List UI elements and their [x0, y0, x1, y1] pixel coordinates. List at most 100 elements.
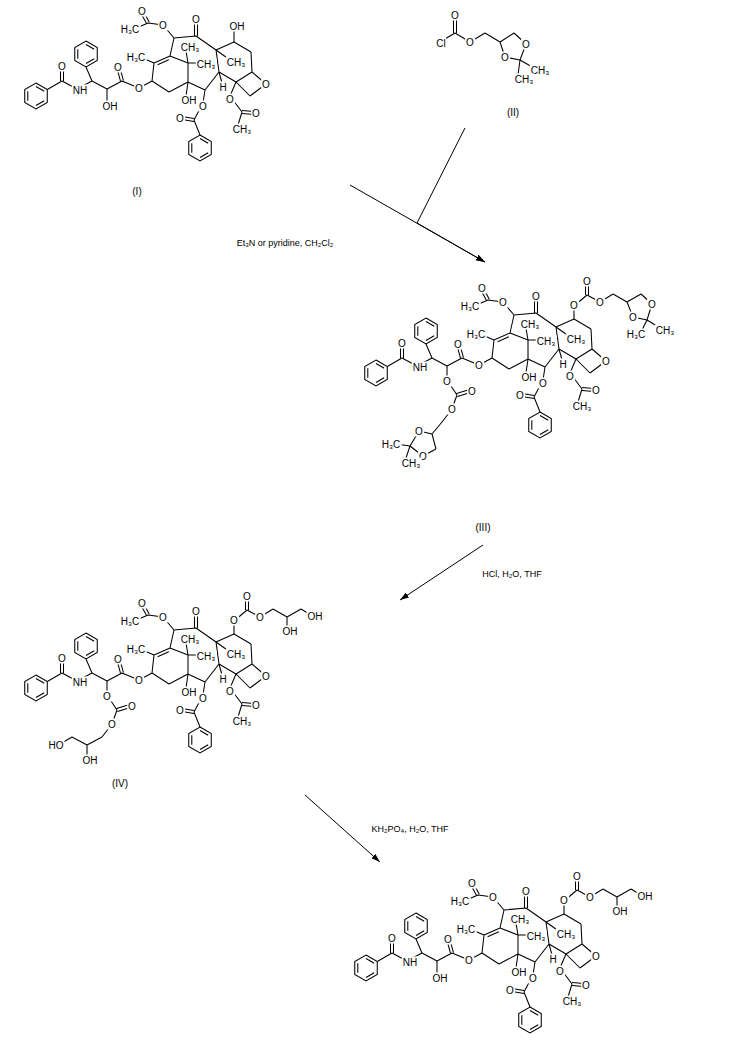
atom-label: H: [218, 674, 227, 685]
atom-label: O: [582, 276, 592, 287]
reaction-arrow: [400, 545, 483, 600]
atom-label: OH: [432, 973, 449, 984]
atom-label: O: [505, 985, 515, 996]
atom-label: O: [474, 360, 484, 371]
atom-label: O: [113, 62, 123, 73]
atom-label: O: [467, 878, 477, 889]
atom-label: O: [521, 886, 531, 897]
atom-label: OH: [229, 21, 246, 32]
atom-label: H₃C: [456, 924, 477, 935]
atom-label: O: [414, 426, 424, 437]
atom-label: OH: [511, 967, 528, 978]
reagent-label: HCl, H₂O, THF: [480, 570, 543, 580]
atom-label: O: [647, 299, 657, 310]
atom-label: CH₃: [566, 334, 587, 345]
atom-label: NH: [412, 362, 428, 373]
atom-label: CH₃: [510, 914, 531, 925]
compound-number: (II): [506, 107, 520, 118]
structure-bonds: [440, 18, 534, 75]
atom-label: CH₃: [226, 57, 247, 68]
atom-label: O: [488, 892, 498, 903]
atom-label: O: [261, 671, 271, 682]
atom-label: CH₃: [226, 649, 247, 660]
atom-label: O: [225, 686, 235, 697]
atom-label: CH₃: [520, 319, 541, 330]
atom-label: O: [225, 94, 235, 105]
atom-label: CH₃: [536, 336, 557, 347]
atom-label: O: [57, 61, 67, 72]
atom-label: H₃C: [120, 616, 141, 627]
atom-label: O: [464, 955, 474, 966]
atom-label: CH₃: [232, 716, 253, 727]
atom-label: O: [134, 675, 144, 686]
atom-label: O: [585, 892, 595, 903]
compound: OH₃COOOHH₃CCH₃CH₃CH₃OOOHHOOCH₃OOONHOOH(I…: [0, 0, 350, 200]
atom-label: O: [601, 356, 611, 367]
atom-label: O: [581, 980, 591, 991]
atom-label: NH: [402, 957, 418, 968]
atom-label: O: [158, 20, 168, 31]
atom-label: OH: [102, 101, 119, 112]
atom-label: O: [134, 83, 144, 94]
atom-label: O: [498, 297, 508, 308]
atom-label: CH₃: [572, 401, 593, 412]
atom-label: O: [565, 371, 575, 382]
atom-label: O: [500, 52, 510, 63]
atom-label: CH₃: [401, 458, 422, 469]
atom-label: O: [137, 6, 147, 17]
atom-label: O: [255, 612, 265, 623]
atom-label: H₃C: [466, 329, 487, 340]
atom-label: O: [453, 339, 463, 350]
reagent-label: Et₃N or pyridine, CH₂Cl₂: [235, 239, 336, 249]
structure-bonds: [25, 598, 311, 757]
atom-label: O: [113, 654, 123, 665]
atom-label: H₃C: [126, 52, 147, 63]
atom-label: NH: [72, 85, 88, 96]
atom-label: O: [102, 691, 112, 702]
atom-label: O: [531, 291, 541, 302]
atom-label: O: [175, 705, 185, 716]
atom-label: O: [261, 79, 271, 90]
atom-label: O: [467, 386, 477, 397]
atom-label: O: [595, 297, 605, 308]
atom-label: O: [555, 966, 565, 977]
compound-number: (IV): [111, 778, 129, 789]
atom-label: O: [158, 612, 168, 623]
atom-label: OH: [282, 626, 299, 637]
atom-label: O: [137, 598, 147, 609]
atom-label: CH₃: [556, 929, 577, 940]
structure-bonds: [355, 878, 641, 1033]
atom-label: O: [591, 951, 601, 962]
compound: OH₃COOOOOOHOHH₃CCH₃CH₃CH₃OOOHHOOCH₃OOONH…: [0, 585, 400, 795]
atom-label: CH₃: [655, 325, 676, 336]
atom-label: H₃C: [120, 24, 141, 35]
atom-label: OH: [307, 611, 324, 622]
atom-label: OH: [521, 372, 538, 383]
atom-label: O: [450, 10, 460, 21]
compound: OClOOOCH₃CH₃(II): [420, 0, 555, 128]
structure-bonds: [25, 11, 266, 161]
atom-label: OH: [612, 906, 629, 917]
compound: OH₃COOOOOOOCH₃H₃CH₃CCH₃CH₃CH₃OOOHHOOCH₃O…: [340, 262, 685, 545]
atom-label: O: [57, 653, 67, 664]
atom-label: H₃C: [450, 896, 471, 907]
atom-label: O: [442, 376, 452, 387]
atom-label: CH₃: [196, 651, 217, 662]
atom-label: CH₃: [526, 931, 547, 942]
atom-label: H₃C: [126, 644, 147, 655]
atom-label: O: [528, 973, 538, 984]
atom-label: O: [477, 283, 487, 294]
atom-label: OH: [181, 95, 198, 106]
atom-label: Cl: [435, 38, 446, 49]
atom-label: H: [558, 359, 567, 370]
atom-label: O: [127, 701, 137, 712]
atom-label: O: [107, 719, 117, 730]
atom-label: CH₃: [514, 74, 535, 85]
atom-label: O: [515, 390, 525, 401]
atom-label: O: [569, 300, 579, 311]
atom-label: O: [572, 871, 582, 882]
compound-number: (I): [131, 186, 142, 197]
